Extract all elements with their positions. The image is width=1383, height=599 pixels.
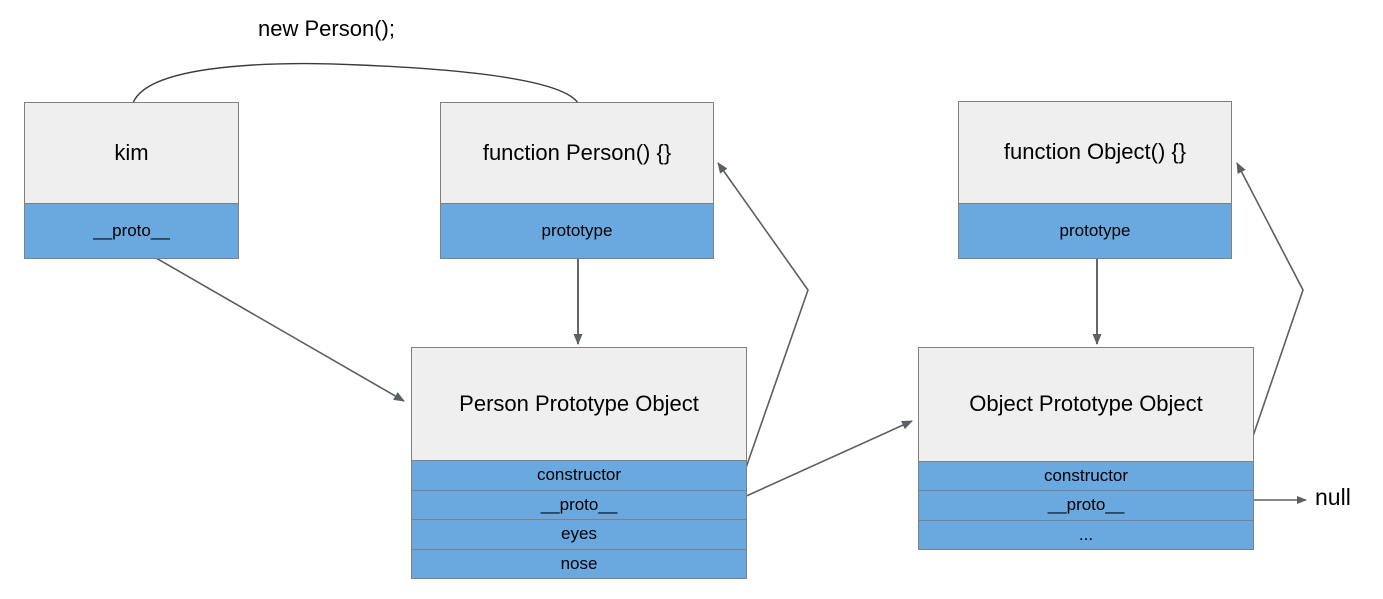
node-person-prototype-object-title: Person Prototype Object	[412, 348, 746, 460]
node-object-prototype-slot-ellipsis[interactable]: ...	[919, 519, 1253, 549]
edge-person-proto-proto-to-object-proto	[721, 420, 913, 508]
node-person-prototype-slot-eyes[interactable]: eyes	[412, 519, 746, 549]
node-person-prototype-slot-proto[interactable]: __proto__	[412, 489, 746, 519]
node-object-prototype-object-title: Object Prototype Object	[919, 348, 1253, 461]
node-object-prototype-object[interactable]: Object Prototype Object constructor __pr…	[918, 347, 1254, 550]
node-person-function[interactable]: function Person() {} prototype	[440, 102, 714, 259]
node-object-prototype-slot-proto[interactable]: __proto__	[919, 490, 1253, 520]
node-person-function-title: function Person() {}	[441, 103, 713, 203]
node-kim-slot-proto[interactable]: __proto__	[25, 203, 238, 258]
edge-new-person-curve	[132, 62, 579, 104]
node-object-function-slot-prototype[interactable]: prototype	[959, 203, 1231, 258]
node-object-function[interactable]: function Object() {} prototype	[958, 101, 1232, 259]
node-kim[interactable]: kim __proto__	[24, 102, 239, 259]
node-person-prototype-object[interactable]: Person Prototype Object constructor __pr…	[411, 347, 747, 579]
new-person-edge-label: new Person();	[258, 16, 395, 41]
node-person-prototype-slot-nose[interactable]: nose	[412, 548, 746, 578]
node-kim-title: kim	[25, 103, 238, 203]
node-person-prototype-slot-constructor[interactable]: constructor	[412, 460, 746, 490]
null-terminator-label: null	[1315, 484, 1351, 510]
edge-kim-proto-to-person-proto	[129, 242, 405, 402]
node-object-function-title: function Object() {}	[959, 102, 1231, 203]
node-person-function-slot-prototype[interactable]: prototype	[441, 203, 713, 258]
node-object-prototype-slot-constructor[interactable]: constructor	[919, 460, 1253, 490]
